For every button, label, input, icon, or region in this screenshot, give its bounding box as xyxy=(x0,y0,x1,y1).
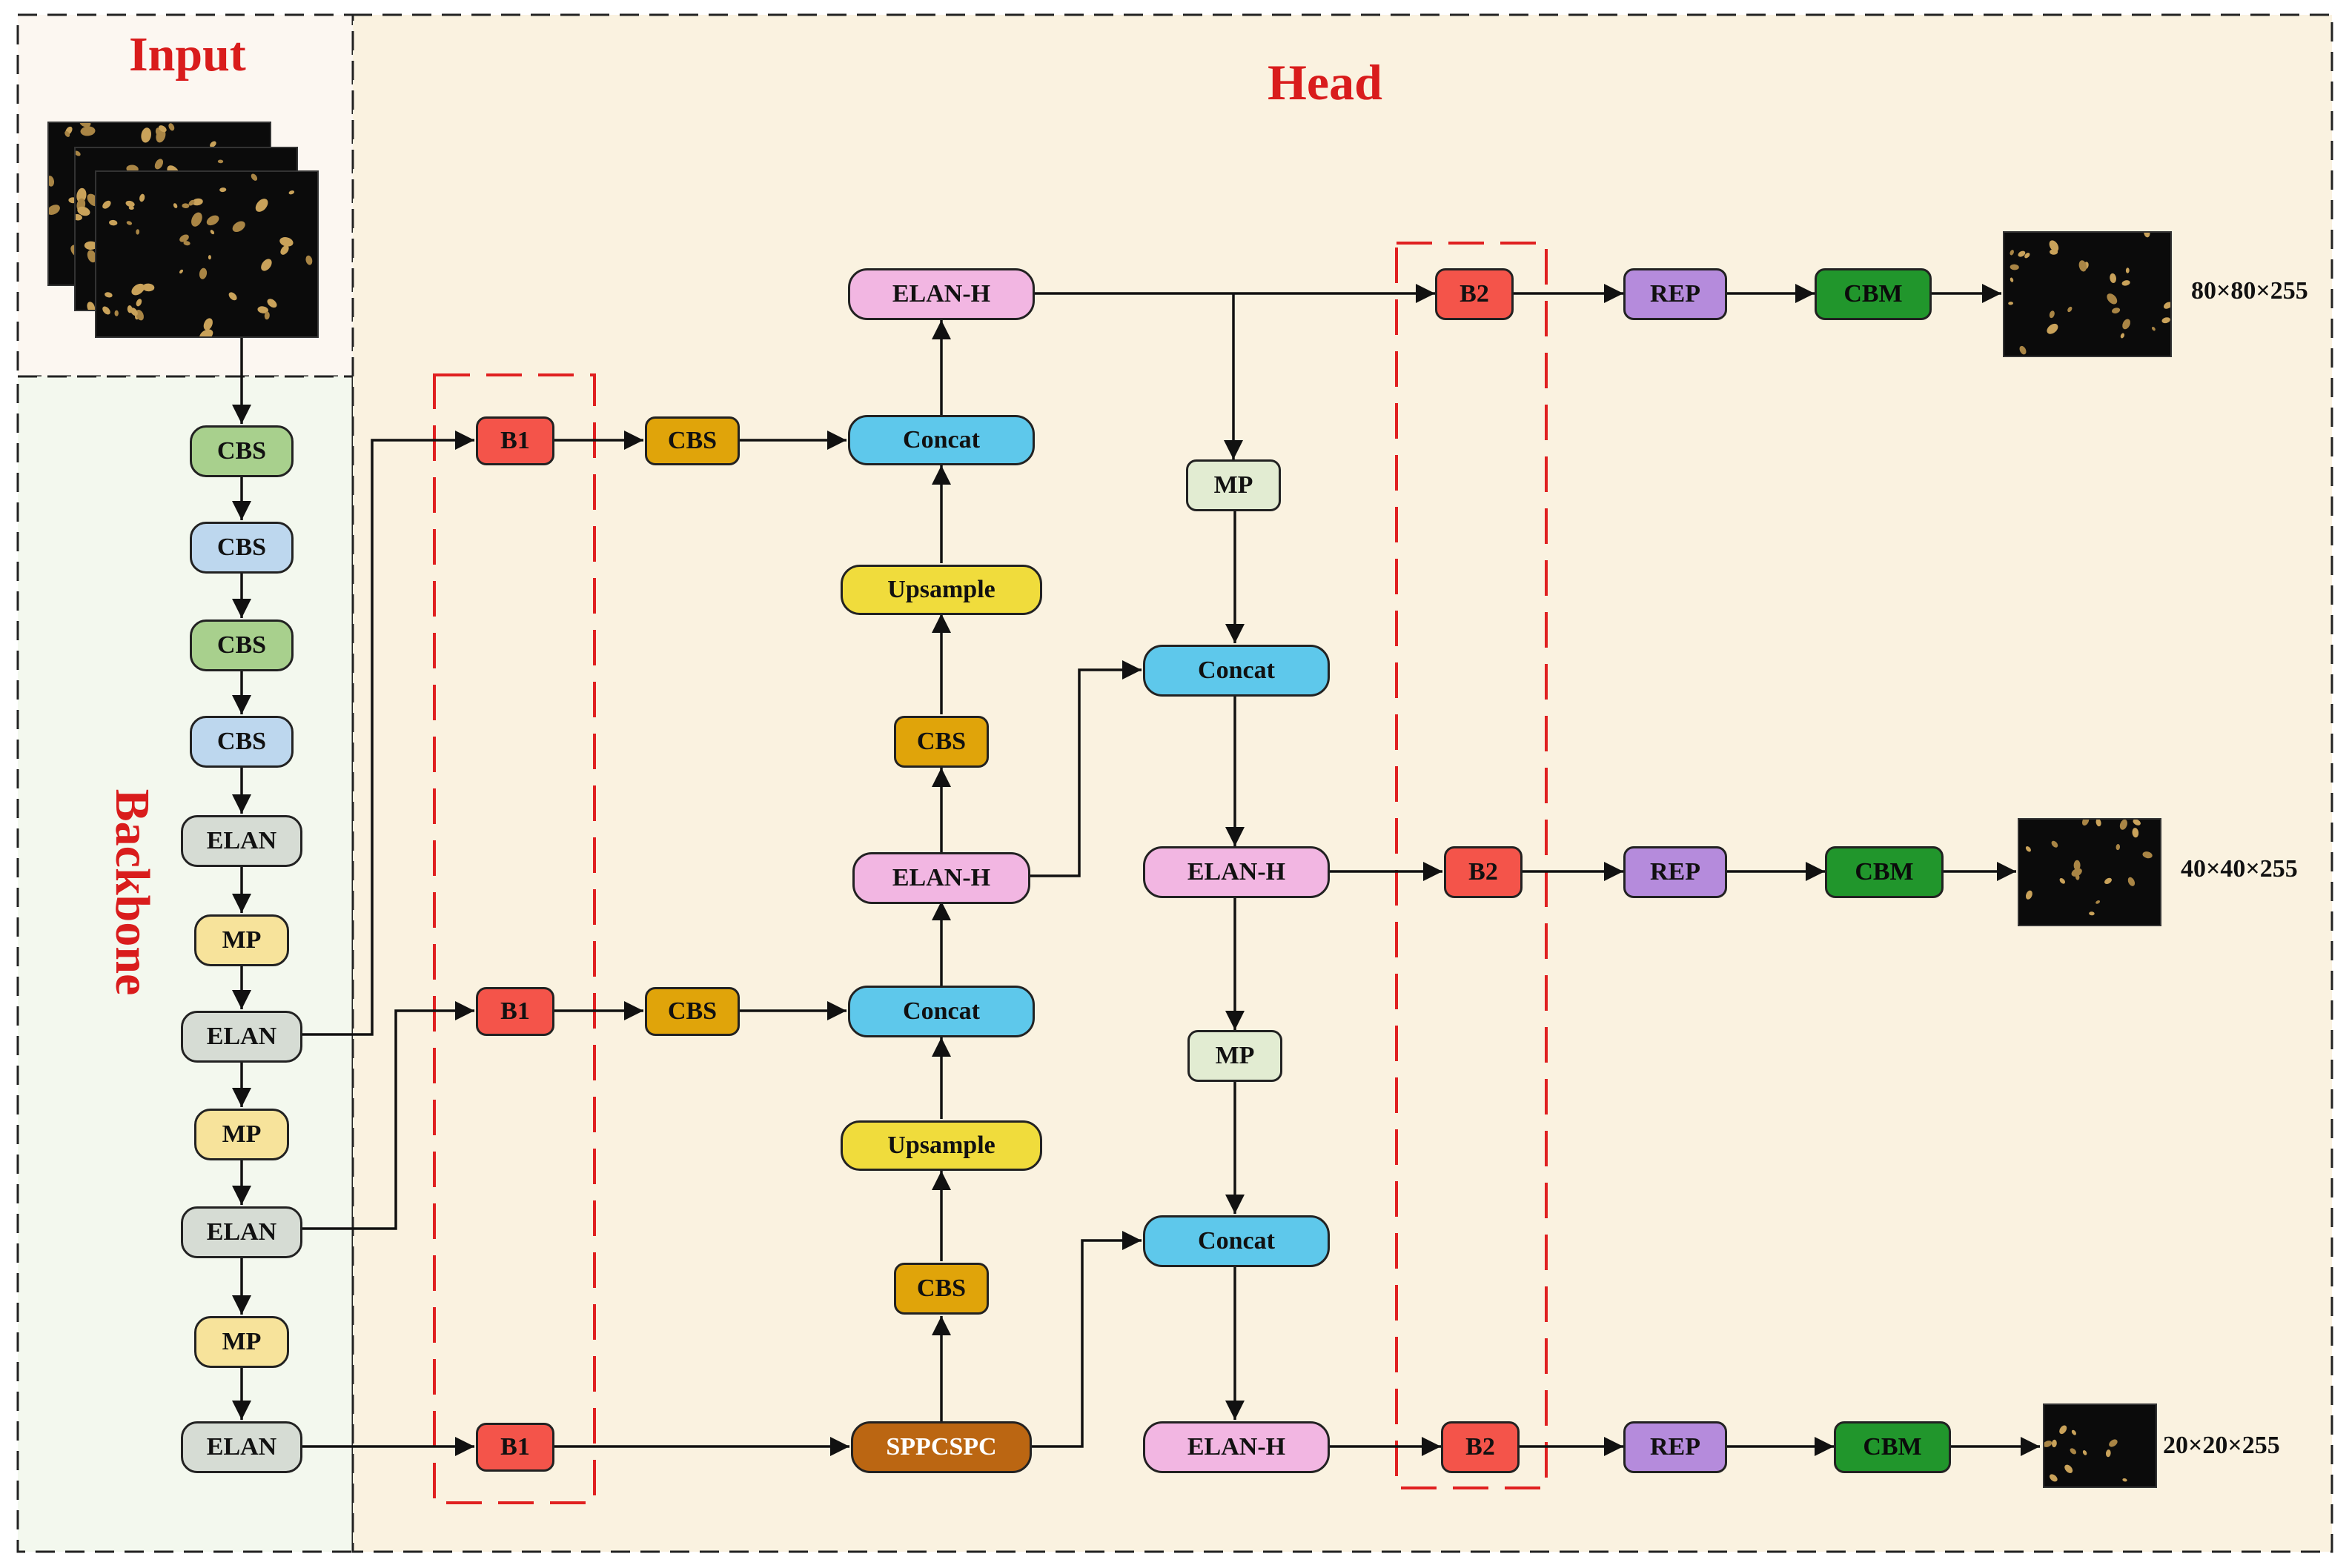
b2-top: B2 xyxy=(1435,268,1514,320)
output-image-mid xyxy=(2018,818,2161,926)
input-image-front xyxy=(95,170,319,338)
output-label-top: 80×80×255 xyxy=(2191,277,2308,305)
elan-h-mid: ELAN-H xyxy=(852,852,1030,904)
head-cbs-top: CBS xyxy=(645,416,740,465)
b1-group-outline xyxy=(433,373,596,1504)
head-cbs-mid: CBS xyxy=(645,987,740,1036)
output-label-bot: 20×20×255 xyxy=(2163,1432,2280,1459)
b1-mid: B1 xyxy=(476,987,554,1036)
cbm-mid: CBM xyxy=(1825,846,1944,898)
backbone-region xyxy=(16,375,354,1553)
backbone-elan-3: ELAN xyxy=(181,1206,302,1258)
b2-mid: B2 xyxy=(1444,846,1523,898)
sppcspc: SPPCSPC xyxy=(851,1421,1032,1473)
head-section-title: Head xyxy=(1268,54,1382,110)
b2-group-outline xyxy=(1395,242,1548,1489)
output-image-top xyxy=(2003,231,2172,357)
cbm-top: CBM xyxy=(1815,268,1932,320)
backbone-elan-4: ELAN xyxy=(181,1421,302,1473)
backbone-mp-2: MP xyxy=(194,1109,289,1160)
elan-h-right-1: ELAN-H xyxy=(1143,846,1330,898)
rep-bot: REP xyxy=(1623,1421,1727,1473)
mp-head-1: MP xyxy=(1186,459,1281,511)
elan-h-right-2: ELAN-H xyxy=(1143,1421,1330,1473)
mp-head-2: MP xyxy=(1187,1030,1282,1082)
elan-h-top: ELAN-H xyxy=(848,268,1035,320)
backbone-elan-2: ELAN xyxy=(181,1011,302,1063)
rep-top: REP xyxy=(1623,268,1727,320)
cbm-bot: CBM xyxy=(1834,1421,1951,1473)
b1-bot: B1 xyxy=(476,1423,554,1472)
concat-mid: Concat xyxy=(848,986,1035,1037)
cbs-up-2: CBS xyxy=(894,1263,989,1315)
backbone-cbs-1: CBS xyxy=(190,425,294,477)
backbone-elan-1: ELAN xyxy=(181,815,302,867)
concat-top: Concat xyxy=(848,415,1035,465)
concat-right-2: Concat xyxy=(1143,1215,1330,1267)
output-label-mid: 40×40×255 xyxy=(2181,855,2298,883)
cbs-up-1: CBS xyxy=(894,716,989,768)
input-section-title: Input xyxy=(129,27,246,82)
upsample-1: Upsample xyxy=(841,565,1042,615)
backbone-mp-3: MP xyxy=(194,1316,289,1368)
concat-right-1: Concat xyxy=(1143,645,1330,697)
b2-bot: B2 xyxy=(1441,1421,1520,1473)
rep-mid: REP xyxy=(1623,846,1727,898)
head-region xyxy=(351,13,2333,1553)
backbone-cbs-3: CBS xyxy=(190,619,294,671)
upsample-2: Upsample xyxy=(841,1120,1042,1171)
backbone-cbs-2: CBS xyxy=(190,522,294,574)
backbone-mp-1: MP xyxy=(194,914,289,966)
output-image-bot xyxy=(2043,1403,2157,1488)
b1-top: B1 xyxy=(476,416,554,465)
backbone-cbs-4: CBS xyxy=(190,716,294,768)
connections xyxy=(232,284,2040,1456)
